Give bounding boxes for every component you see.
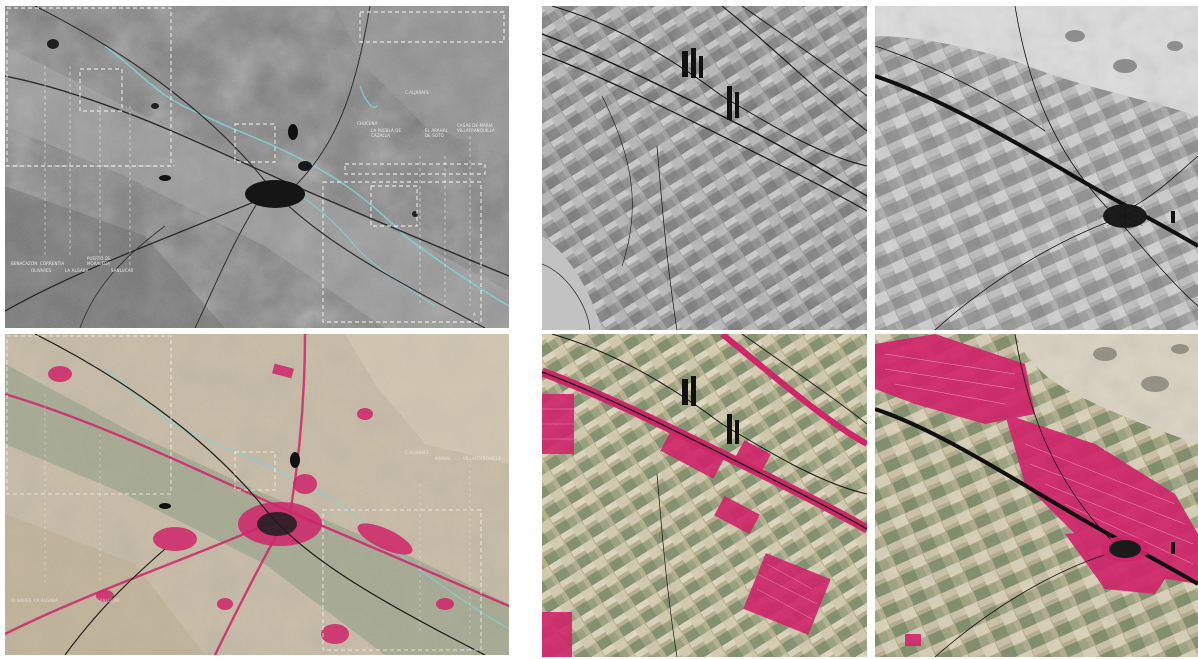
historic-detail-north-map: [542, 6, 867, 330]
place-label: LA ALGABA: [65, 268, 89, 273]
place-label: CASAS DE MARIA VILLAFRANQUILLA: [457, 123, 495, 133]
place-label: PUERTO DE MORALEDA: [87, 256, 111, 266]
place-label: A: [473, 312, 476, 317]
current-regional-aerial: [5, 334, 509, 655]
historic-regional-map: C.ALJARAFE CHUCENA LA PUEBLA DE CAZALLA …: [5, 6, 509, 328]
current-detail-north-map: [542, 334, 867, 657]
place-label: OLIVARES LA ALGABA: [11, 598, 58, 603]
place-label: SANLUCAR: [97, 598, 120, 603]
historic-detail-town-map: [875, 6, 1198, 330]
place-label: LA PUEBLA DE CAZALLA: [371, 128, 402, 138]
place-label: C.ALJARAFE: [405, 90, 430, 95]
current-detail-town-aerial: [875, 334, 1198, 657]
place-label: OLIVARES: [31, 268, 52, 273]
historic-detail-north-aerial: [542, 6, 867, 330]
historic-regional-aerial: [5, 6, 509, 328]
place-label: BENACAZON CORRENTIA: [11, 261, 65, 266]
current-detail-north-aerial: [542, 334, 867, 657]
place-label: ARAHAL: [435, 456, 452, 461]
place-label: CHUCENA: [357, 121, 378, 126]
historic-detail-town-aerial: [875, 6, 1198, 330]
current-detail-town-map: [875, 334, 1198, 657]
current-regional-map: C.ALJARAFE ARAHAL VILLAFRANQUILLA OLIVAR…: [5, 334, 509, 655]
place-label: C.ALJARAFE: [405, 450, 430, 455]
place-label: SANLUCAR: [111, 268, 134, 273]
place-label: VILLAFRANQUILLA: [463, 456, 501, 461]
place-label: EL ARAHAL DE SOTO: [425, 128, 448, 138]
